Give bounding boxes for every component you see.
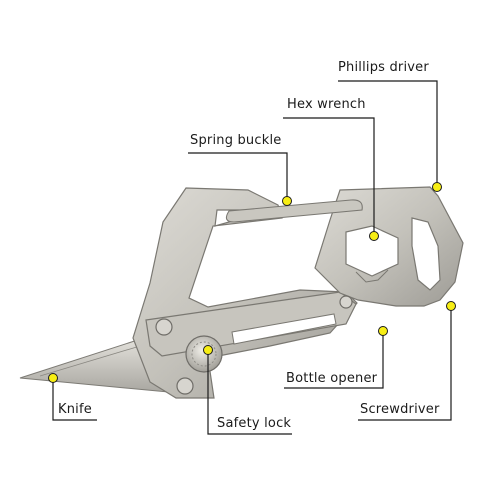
- label-hex-wrench: Hex wrench: [287, 97, 366, 112]
- label-bottle-opener: Bottle opener: [286, 371, 378, 386]
- label-screwdriver: Screwdriver: [360, 402, 440, 417]
- slide-slot: [231, 313, 337, 345]
- leader-lines: [52, 80, 452, 435]
- label-spring-buckle: Spring buckle: [190, 133, 282, 148]
- label-safety-lock: Safety lock: [217, 416, 292, 431]
- leader-screwdriver: [358, 306, 452, 421]
- callout-markers: [48, 182, 456, 383]
- marker-safety-lock: [203, 345, 213, 355]
- rivet-bottom: [176, 377, 194, 395]
- leader-bottle-opener: [284, 331, 384, 389]
- tool-head: [314, 186, 464, 307]
- leader-safety-lock: [207, 350, 292, 435]
- marker-knife: [48, 373, 58, 383]
- safety-lock-knob[interactable]: [185, 335, 223, 373]
- marker-phillips-driver: [432, 182, 442, 192]
- spring-gate: [225, 199, 363, 223]
- rivet-top: [155, 318, 173, 336]
- label-phillips-driver: Phillips driver: [338, 60, 429, 75]
- leader-knife: [52, 378, 97, 421]
- marker-hex-wrench: [369, 231, 379, 241]
- marker-bottle-opener: [378, 326, 388, 336]
- marker-spring-buckle: [282, 196, 292, 206]
- leader-spring-buckle: [188, 152, 288, 201]
- leader-phillips-driver: [338, 80, 438, 187]
- label-knife: Knife: [58, 402, 92, 417]
- rivet-right: [339, 295, 353, 309]
- leader-hex-wrench: [283, 117, 375, 236]
- marker-screwdriver: [446, 301, 456, 311]
